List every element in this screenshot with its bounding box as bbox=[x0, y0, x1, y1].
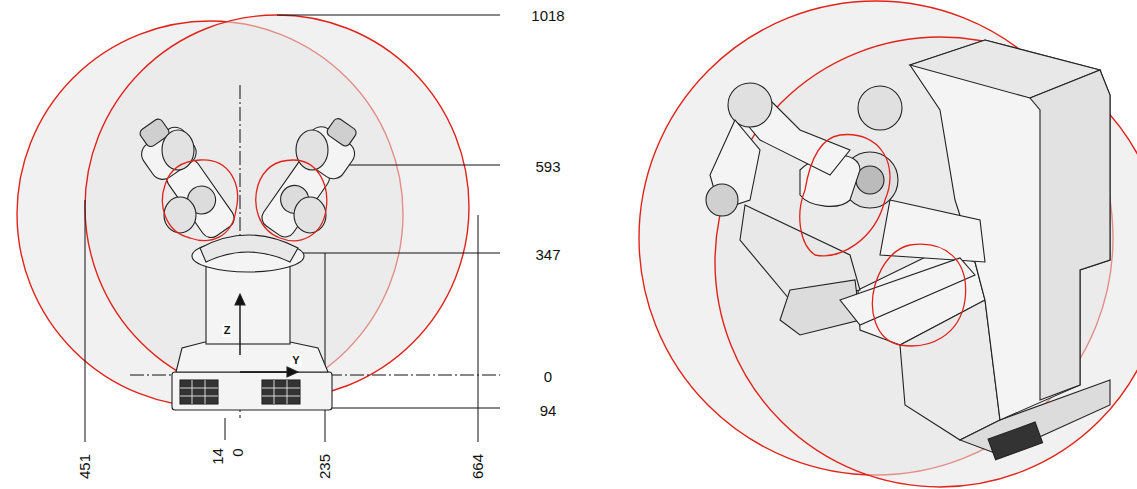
dimension-label: 0 bbox=[229, 446, 246, 458]
dimension-label: 0 bbox=[542, 368, 554, 385]
dimension-label: 593 bbox=[533, 158, 562, 175]
dimension-label: 451 bbox=[77, 451, 94, 480]
dimension-label: 94 bbox=[538, 402, 559, 419]
wrist-reach-curves-3d bbox=[800, 135, 966, 346]
dimension-lines bbox=[85, 15, 500, 442]
robot-iso-view bbox=[706, 40, 1110, 460]
dimension-label: 664 bbox=[470, 451, 487, 480]
axis-label: Z bbox=[222, 324, 233, 337]
dimension-label: 235 bbox=[317, 451, 334, 480]
wrist-reach-curves bbox=[162, 160, 326, 241]
dimension-label: 14 bbox=[209, 446, 226, 467]
dimension-label: 1018 bbox=[529, 7, 566, 24]
axis-label: Y bbox=[290, 354, 301, 367]
workspace-circles-3d bbox=[639, 1, 1137, 487]
robot-front-view bbox=[128, 110, 368, 410]
dimension-label: 347 bbox=[533, 246, 562, 263]
